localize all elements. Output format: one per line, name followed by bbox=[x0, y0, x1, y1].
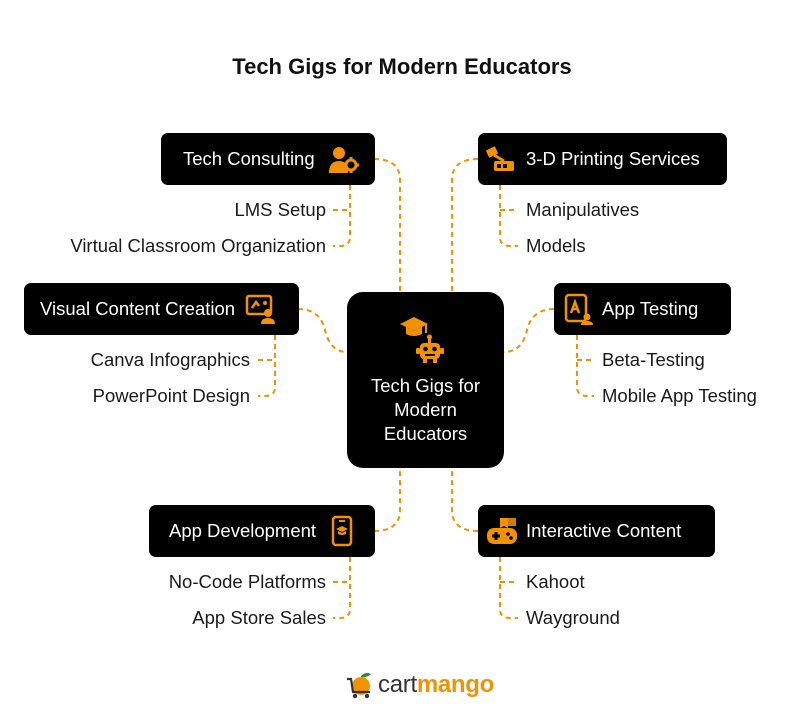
list-item: Virtual Classroom Organization bbox=[70, 235, 326, 256]
category-label: Visual Content Creation bbox=[40, 298, 236, 319]
mango-cart-icon bbox=[346, 670, 374, 700]
category-tech-consulting: Tech Consulting bbox=[161, 133, 375, 185]
app-check-icon bbox=[562, 293, 594, 325]
category-3d-printing: 3-D Printing Services bbox=[478, 133, 727, 185]
printer-icon bbox=[484, 143, 516, 175]
list-item: Mobile App Testing bbox=[602, 385, 757, 406]
user-gear-icon bbox=[327, 143, 359, 175]
list-item: Models bbox=[526, 235, 586, 256]
list-item: Beta-Testing bbox=[602, 349, 705, 370]
mobile-icon bbox=[326, 515, 358, 547]
list-item: LMS Setup bbox=[234, 199, 326, 220]
list-item: Kahoot bbox=[526, 571, 585, 592]
category-visual-content: Visual Content Creation bbox=[24, 283, 299, 335]
presentation-icon bbox=[245, 293, 277, 325]
page-title: Tech Gigs for Modern Educators bbox=[232, 54, 572, 79]
list-item: No-Code Platforms bbox=[168, 571, 326, 592]
list-item: Wayground bbox=[526, 607, 620, 628]
category-label: App Development bbox=[169, 520, 317, 541]
list-item: App Store Sales bbox=[192, 607, 326, 628]
list-item: Manipulatives bbox=[526, 199, 640, 220]
category-label: App Testing bbox=[602, 298, 699, 319]
logo-text-part2: mango bbox=[416, 671, 494, 698]
graduation-robot-icon bbox=[398, 312, 454, 368]
gamepad-book-icon bbox=[486, 515, 518, 547]
category-label: Interactive Content bbox=[526, 520, 682, 541]
list-item: Canva Infographics bbox=[90, 349, 250, 370]
category-interactive-content: Interactive Content bbox=[478, 505, 715, 557]
category-label: Tech Consulting bbox=[183, 148, 315, 169]
category-app-testing: App Testing bbox=[554, 283, 731, 335]
center-node: Tech Gigs for Modern Educators bbox=[347, 292, 504, 468]
category-label: 3-D Printing Services bbox=[526, 148, 700, 169]
list-item: PowerPoint Design bbox=[92, 385, 250, 406]
logo-text-part1: cart bbox=[378, 671, 417, 698]
category-app-development: App Development bbox=[149, 505, 375, 557]
center-label: Tech Gigs for Modern Educators bbox=[371, 375, 480, 444]
